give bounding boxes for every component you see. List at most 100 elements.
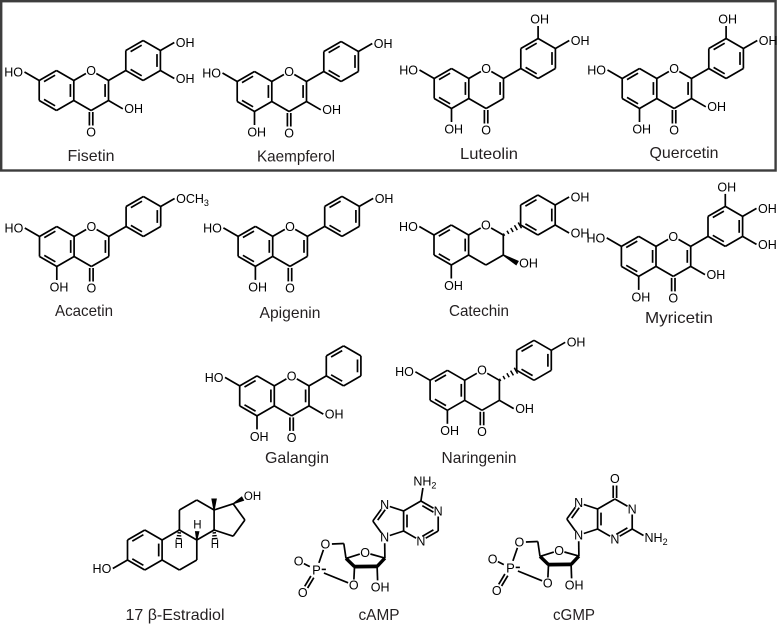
bond	[125, 39, 144, 52]
bond	[619, 528, 633, 537]
bond	[291, 405, 310, 417]
atom-label: OH	[250, 430, 269, 444]
atom-label: OH	[444, 122, 463, 136]
bond	[144, 559, 163, 571]
atom-label: O	[668, 291, 678, 305]
bond	[450, 254, 470, 266]
compound-name-myricetin: Myricetin	[645, 310, 713, 327]
bond	[328, 45, 341, 54]
bond	[500, 575, 509, 587]
bond	[421, 529, 434, 538]
bond	[254, 225, 274, 238]
bond	[244, 379, 257, 388]
bond	[159, 41, 175, 52]
atom-label: OH	[371, 580, 390, 594]
bond	[39, 225, 58, 238]
bond	[525, 42, 538, 51]
bond	[597, 528, 611, 537]
bond	[433, 254, 452, 266]
bond	[306, 100, 322, 111]
bond	[178, 529, 198, 541]
bond	[73, 228, 87, 238]
bond	[583, 528, 598, 535]
bond	[125, 225, 144, 238]
atom-label: OH	[124, 102, 143, 116]
bond	[389, 505, 404, 512]
bond	[237, 255, 256, 268]
bond	[512, 547, 519, 562]
bond	[239, 375, 258, 387]
atom-label: H	[211, 539, 219, 551]
bond	[242, 254, 255, 263]
bond	[325, 345, 345, 357]
atom-label: O	[285, 281, 295, 295]
bond	[621, 67, 640, 80]
atom-label: O	[360, 546, 370, 560]
bond	[377, 509, 386, 521]
bond	[325, 375, 345, 387]
bond	[289, 255, 308, 268]
bond	[344, 557, 356, 568]
bond	[271, 100, 290, 113]
atom-label: O	[481, 62, 491, 76]
atom-label: H	[175, 539, 183, 551]
compound-name-naringenin: Naringenin	[442, 450, 517, 467]
atom-label: HO	[205, 371, 224, 385]
bond	[490, 227, 504, 236]
bond	[142, 69, 161, 82]
atom-label: OH	[571, 34, 590, 48]
atom-label: O	[86, 64, 96, 78]
bond	[324, 195, 343, 208]
atom-label: HO	[587, 63, 606, 77]
bond	[357, 42, 373, 53]
bond	[222, 72, 238, 83]
wedge-bond	[232, 496, 245, 505]
bond	[241, 75, 254, 84]
bond	[144, 529, 163, 541]
bond	[486, 372, 500, 382]
bond	[308, 405, 324, 415]
atom-label: OH	[571, 226, 590, 240]
bond	[569, 554, 581, 566]
bond	[498, 399, 515, 410]
atom-label: OH	[247, 125, 266, 139]
bond	[323, 70, 342, 83]
bond	[370, 553, 386, 559]
bond	[451, 67, 470, 80]
bond	[294, 228, 308, 238]
atom-label: OH	[530, 13, 549, 27]
bond	[533, 369, 552, 382]
bond	[142, 195, 162, 208]
atom-label: HO	[5, 221, 24, 235]
atom-label: NH2​	[645, 531, 668, 547]
bond	[713, 66, 726, 75]
bond	[517, 222, 523, 229]
bond	[403, 500, 422, 512]
bond	[345, 553, 361, 560]
bond	[306, 70, 325, 83]
atom-label: O	[287, 431, 297, 445]
atom-label: O	[86, 125, 96, 139]
bond	[713, 42, 726, 51]
bond	[550, 341, 566, 352]
bond	[341, 225, 360, 238]
bond	[232, 503, 246, 521]
bond	[707, 235, 726, 248]
bond	[547, 564, 550, 578]
bond	[464, 372, 478, 382]
bond	[481, 399, 500, 412]
atom-label: O	[287, 369, 297, 383]
bond	[485, 254, 504, 266]
bond	[656, 70, 670, 80]
bond	[43, 74, 56, 83]
bond	[554, 39, 570, 50]
atom-label: HO	[395, 365, 414, 379]
bond	[38, 69, 57, 82]
compound-name-galangin: Galangin	[265, 450, 329, 467]
bond	[607, 69, 623, 80]
